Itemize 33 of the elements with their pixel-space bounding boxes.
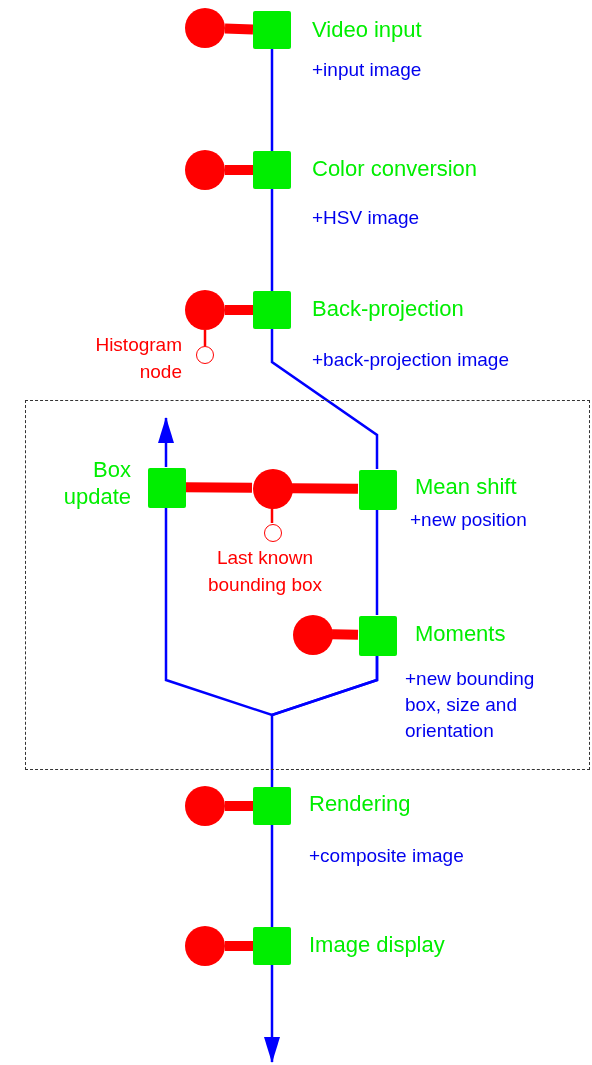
arrow — [158, 417, 174, 467]
filled-circle — [253, 469, 293, 509]
node-label: Histogram node — [94, 333, 182, 384]
connector-line — [270, 49, 274, 151]
filled-circle — [185, 150, 225, 190]
node-label: Last known bounding box — [206, 546, 324, 597]
connector-line — [225, 165, 253, 175]
step-label: Color conversion — [312, 155, 478, 183]
step-label: Box update — [62, 456, 131, 510]
connector-line — [225, 941, 253, 951]
step-label: Back-projection — [312, 295, 464, 323]
connector-line — [375, 509, 379, 615]
connector-line — [225, 801, 253, 811]
step-label: Video input — [312, 16, 422, 44]
connector-line — [270, 329, 379, 469]
step-label: Image display — [309, 931, 445, 959]
step-label: Mean shift — [415, 473, 517, 501]
filled-circle — [185, 926, 225, 966]
arrow — [264, 965, 280, 1063]
connector-line — [270, 825, 274, 927]
connector-line — [184, 482, 253, 493]
connector-line — [291, 483, 359, 494]
connector-line — [270, 655, 379, 787]
step-label: Moments — [415, 620, 506, 648]
filled-circle — [185, 8, 225, 48]
connector-line — [225, 305, 253, 315]
step-label: Rendering — [309, 790, 411, 818]
connector-line — [270, 189, 274, 291]
connector-line — [331, 629, 359, 640]
filled-circle — [293, 615, 333, 655]
filled-circle — [185, 290, 225, 330]
filled-circle — [185, 786, 225, 826]
connector-line — [224, 23, 254, 35]
